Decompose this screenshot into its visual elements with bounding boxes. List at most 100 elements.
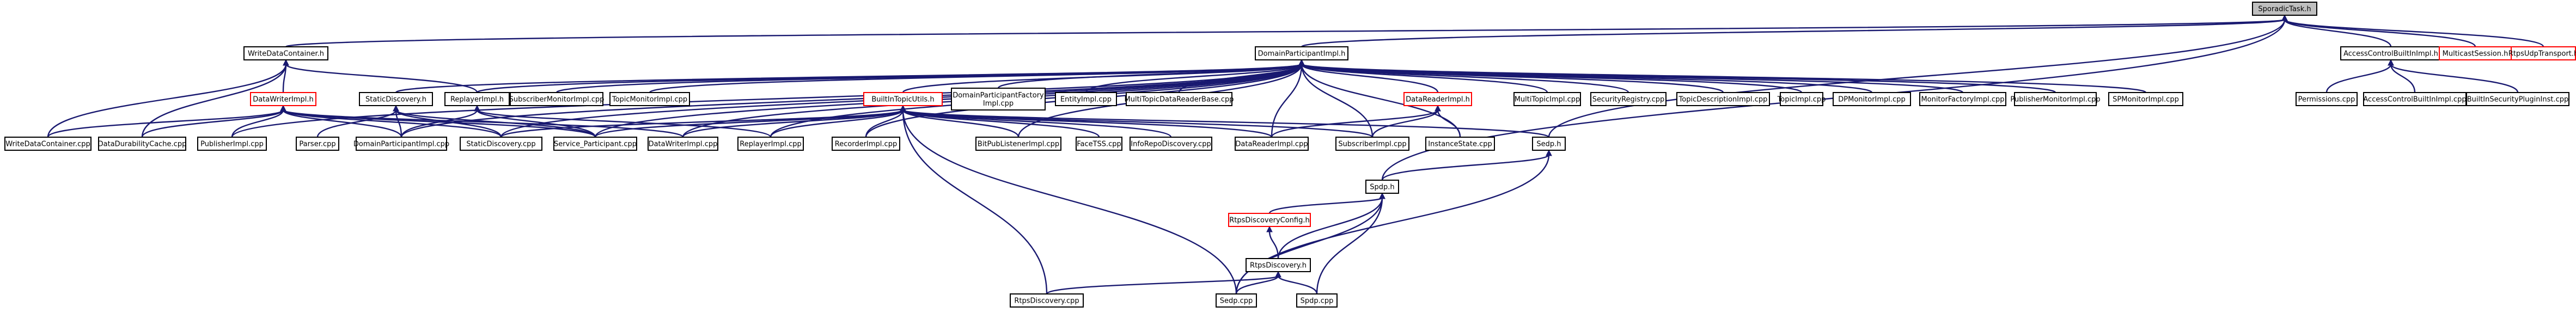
node-label: AccessControlBuiltInImpl.h (2343, 50, 2438, 58)
node-access-control-builtin-impl-h[interactable]: AccessControlBuiltInImpl.h (2340, 46, 2441, 60)
node-permissions-cpp[interactable]: Permissions.cpp (2296, 92, 2358, 106)
node-label: SubscriberMonitorImpl.cpp (509, 96, 605, 104)
node-domain-participant-impl-cpp[interactable]: DomainParticipantImpl.cpp (353, 137, 449, 151)
node-multi-topic-impl-cpp[interactable]: MultiTopicImpl.cpp (1513, 92, 1581, 106)
edge-rtps_discovery_h-to-spdp_cpp (1275, 271, 1318, 294)
edge-data_writer_impl_h-to-service_participant_cpp (280, 105, 596, 138)
node-instance-state-cpp[interactable]: InstanceState.cpp (1425, 137, 1495, 151)
node-label: RtpsUdpTransport.h (2508, 50, 2576, 58)
node-recorder-impl-cpp[interactable]: RecorderImpl.cpp (832, 137, 900, 151)
node-label: DataWriterImpl.cpp (649, 140, 718, 149)
node-subscriber-monitor-impl-cpp[interactable]: SubscriberMonitorImpl.cpp (509, 92, 605, 106)
node-label: StaticDiscovery.h (365, 96, 426, 104)
node-label: BuiltInTopicUtils.h (871, 96, 934, 104)
node-publisher-impl-cpp[interactable]: PublisherImpl.cpp (197, 137, 267, 151)
node-label: DataWriterImpl.h (253, 96, 313, 104)
node-rtps-discovery-cpp[interactable]: RtpsDiscovery.cpp (1010, 293, 1084, 308)
node-data-reader-impl-cpp[interactable]: DataReaderImpl.cpp (1235, 137, 1309, 151)
node-label: SecurityRegistry.cpp (1592, 96, 1665, 104)
node-replayer-impl-cpp[interactable]: ReplayerImpl.cpp (737, 137, 804, 151)
edge-spdp_h-to-rtps_discovery_config_h (1268, 192, 1385, 214)
node-data-writer-impl-h[interactable]: DataWriterImpl.h (250, 92, 316, 106)
node-label: PublisherImpl.cpp (200, 140, 264, 149)
edge-spdp_task-to-rtps_udp_transport_h (2281, 14, 2544, 47)
edge-replayer_impl_h-to-replayer_impl_cpp (474, 105, 772, 138)
node-label: SporadicTask.h (2258, 5, 2311, 14)
node-label: Impl.cpp (983, 100, 1014, 108)
node-label: TopicImpl.cpp (1777, 96, 1826, 104)
node-topic-impl-cpp[interactable]: TopicImpl.cpp (1777, 92, 1826, 106)
node-info-repo-discovery-cpp[interactable]: InfoRepoDiscovery.cpp (1130, 137, 1212, 151)
node-label: Service_Participant.cpp (554, 140, 637, 149)
node-label: WriteDataContainer.h (248, 50, 324, 58)
node-label: Parser.cpp (299, 140, 335, 149)
node-static-discovery-cpp[interactable]: StaticDiscovery.cpp (460, 137, 542, 151)
node-label: Spdp.cpp (1301, 297, 1334, 305)
node-label: Sedp.cpp (1220, 297, 1253, 305)
node-replayer-impl-h[interactable]: ReplayerImpl.h (444, 92, 510, 106)
node-label: RtpsDiscoveryConfig.h (1229, 217, 1309, 225)
node-label: StaticDiscovery.cpp (466, 140, 535, 149)
node-label: DataReaderImpl.h (1406, 96, 1470, 104)
node-data-durability-cache-cpp[interactable]: DataDurabilityCache.cpp (98, 137, 187, 151)
node-topic-description-impl-cpp[interactable]: TopicDescriptionImpl.cpp (1676, 92, 1770, 106)
node-rtps-udp-transport-h[interactable]: RtpsUdpTransport.h (2508, 46, 2576, 60)
node-rtps-discovery-h[interactable]: RtpsDiscovery.h (1246, 258, 1311, 272)
edge-write_data_container_h-to-replayer_impl_h (283, 59, 478, 93)
node-entity-impl-cpp[interactable]: EntityImpl.cpp (1055, 92, 1117, 106)
node-subscriber-impl-cpp[interactable]: SubscriberImpl.cpp (1335, 137, 1409, 151)
node-write-data-container-h[interactable]: WriteDataContainer.h (243, 46, 328, 60)
node-spdp-task[interactable]: SporadicTask.h (2252, 2, 2317, 16)
node-multicast-session-h[interactable]: MulticastSession.h (2439, 46, 2512, 60)
node-label: MulticastSession.h (2443, 50, 2508, 58)
node-monitor-factory-impl-cpp[interactable]: MonitorFactoryImpl.cpp (1919, 92, 2006, 106)
node-label: ReplayerImpl.h (450, 96, 504, 104)
node-security-registry-cpp[interactable]: SecurityRegistry.cpp (1590, 92, 1667, 106)
edge-access_control_builtin_impl_h-to-builtin_security_plugin_inst_cpp (2388, 59, 2519, 93)
node-publisher-monitor-impl-cpp[interactable]: PublisherMonitorImpl.cpp (2010, 92, 2101, 106)
node-label: MultiTopicImpl.cpp (1515, 96, 1580, 104)
edge-layer (47, 14, 2544, 295)
node-face-tss-cpp[interactable]: FaceTSS.cpp (1076, 137, 1122, 151)
edge-data_writer_impl_h-to-data_durability_cache_cpp (141, 105, 286, 138)
node-service-participant-cpp[interactable]: Service_Participant.cpp (553, 137, 637, 151)
edge-spdp_task-to-multicast_session_h (2281, 14, 2476, 47)
node-label: MultiTopicDataReaderBase.cpp (1125, 96, 1234, 104)
node-bit-pub-listener-impl-cpp[interactable]: BitPubListenerImpl.cpp (975, 137, 1061, 151)
node-write-data-container-cpp[interactable]: WriteDataContainer.cpp (4, 137, 91, 151)
node-rtps-discovery-config-h[interactable]: RtpsDiscoveryConfig.h (1228, 213, 1311, 227)
edge-write_data_container_h-to-data_durability_cache_cpp (141, 59, 289, 138)
node-label: Sedp.h (1536, 140, 1561, 149)
node-data-reader-impl-h[interactable]: DataReaderImpl.h (1403, 92, 1472, 106)
node-sedp-cpp[interactable]: Sedp.cpp (1216, 293, 1257, 308)
edge-rtps_discovery_h-to-sedp_cpp (1235, 271, 1281, 294)
node-domain-participant-impl-h[interactable]: DomainParticipantImpl.h (1255, 46, 1348, 60)
node-label: DataDurabilityCache.cpp (98, 140, 187, 149)
edge-rtps_discovery_h-to-rtps_discovery_cpp (1046, 271, 1281, 295)
node-sp-monitor-impl-cpp[interactable]: SPMonitorImpl.cpp (2108, 92, 2183, 106)
node-spdp-cpp[interactable]: Spdp.cpp (1296, 293, 1338, 308)
node-sedp-h[interactable]: Sedp.h (1532, 137, 1566, 151)
node-access-control-builtin-impl-cpp[interactable]: AccessControlBuiltInImpl.cpp (2363, 92, 2467, 106)
node-parser-cpp[interactable]: Parser.cpp (296, 137, 339, 151)
node-multi-topic-data-reader-base-cpp[interactable]: MultiTopicDataReaderBase.cpp (1125, 92, 1234, 106)
node-spdp-h[interactable]: Spdp.h (1365, 180, 1399, 194)
node-label: AccessControlBuiltInImpl.cpp (2363, 96, 2466, 104)
node-static-discovery-h[interactable]: StaticDiscovery.h (359, 92, 433, 106)
edge-spdp_task-to-write_data_container_h (285, 14, 2288, 48)
edge-builtin_topic_utils_h-to-sedp_cpp (900, 105, 1237, 294)
node-label: MonitorFactoryImpl.cpp (1921, 96, 2004, 104)
edge-spdp_h-to-spdp_cpp (1316, 192, 1385, 294)
node-builtin-topic-utils-h[interactable]: BuiltInTopicUtils.h (863, 92, 943, 106)
node-label: RtpsDiscovery.h (1250, 262, 1307, 270)
edge-data_reader_impl_h-to-subscriber_impl_cpp (1371, 105, 1441, 138)
edge-data_writer_impl_h-to-data_writer_impl_cpp (280, 105, 684, 138)
edge-data_writer_impl_h-to-write_data_container_cpp (47, 105, 286, 138)
node-data-writer-impl-cpp[interactable]: DataWriterImpl.cpp (648, 137, 718, 151)
node-topic-monitor-impl-cpp[interactable]: TopicMonitorImpl.cpp (609, 92, 690, 106)
node-label: Permissions.cpp (2298, 96, 2355, 104)
edge-sedp_h-to-spdp_h (1381, 149, 1552, 181)
node-builtin-security-plugin-inst-cpp[interactable]: BuiltInSecurityPluginInst.cpp (2466, 92, 2569, 106)
node-dp-monitor-impl-cpp[interactable]: DPMonitorImpl.cpp (1833, 92, 1911, 106)
